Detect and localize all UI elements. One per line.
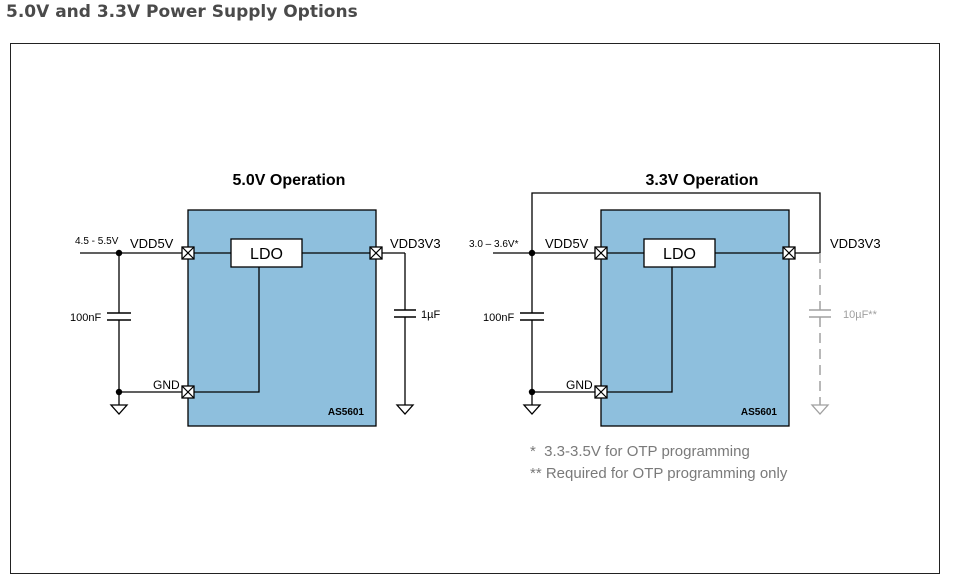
left-pin-vdd5v-label: VDD5V — [130, 236, 174, 251]
right-wire-bridge — [531, 192, 821, 253]
right-pin-gnd — [594, 385, 608, 399]
left-ldo-label: LDO — [250, 246, 283, 263]
right-pin-vdd3v3-label: VDD3V3 — [830, 236, 881, 251]
figure-frame — [10, 43, 940, 574]
left-ground-symbol-output — [395, 404, 415, 415]
left-cap-input-label: 100nF — [70, 312, 101, 324]
right-ldo-block — [643, 238, 716, 268]
left-ldo-block — [230, 238, 303, 268]
left-input-range: 4.5 - 5.5V — [75, 236, 119, 247]
left-node-gnd — [115, 388, 123, 396]
left-pin-gnd — [181, 385, 195, 399]
right-cap-input-label: 100nF — [483, 312, 514, 324]
left-wire-ldo-gnd — [188, 267, 260, 393]
right-node-gnd — [528, 388, 536, 396]
right-ldo-label: LDO — [663, 246, 696, 263]
right-pin-vdd5v-label: VDD5V — [545, 236, 589, 251]
left-chip-name: AS5601 — [328, 407, 365, 418]
right-chip-name: AS5601 — [741, 407, 778, 418]
left-pin-vdd5v — [181, 246, 195, 260]
right-heading: 3.3V Operation — [646, 172, 759, 189]
right-pin-vdd3v3 — [782, 246, 796, 260]
left-cap-output-label: 1µF — [421, 309, 440, 321]
right-pin-vdd5v — [594, 246, 608, 260]
left-pin-vdd3v3 — [369, 246, 383, 260]
left-pin-gnd-label: GND — [153, 378, 180, 392]
right-pin-gnd-label: GND — [566, 378, 593, 392]
right-input-range: 3.0 – 3.6V* — [469, 239, 519, 250]
right-wire-ldo-gnd — [601, 267, 673, 393]
note-otp-required: ** Required for OTP programming only — [530, 465, 788, 482]
right-ground-symbol-input — [522, 404, 542, 415]
left-ground-symbol-input — [109, 404, 129, 415]
figure-title: 5.0V and 3.3V Power Supply Options — [6, 2, 358, 22]
right-ground-symbol-output — [810, 404, 830, 415]
left-pin-vdd3v3-label: VDD3V3 — [390, 236, 441, 251]
left-circuit: 5.0V Operation LDO 4.5 - 5.5V VDD5V 100n… — [70, 172, 441, 427]
right-circuit: 3.3V Operation LDO 3.0 – 3.6V* VDD5V 100… — [469, 172, 881, 427]
note-otp-voltage: * 3.3-3.5V for OTP programming — [530, 443, 750, 460]
left-heading: 5.0V Operation — [233, 172, 346, 189]
right-cap-output-label: 10µF** — [843, 309, 878, 321]
